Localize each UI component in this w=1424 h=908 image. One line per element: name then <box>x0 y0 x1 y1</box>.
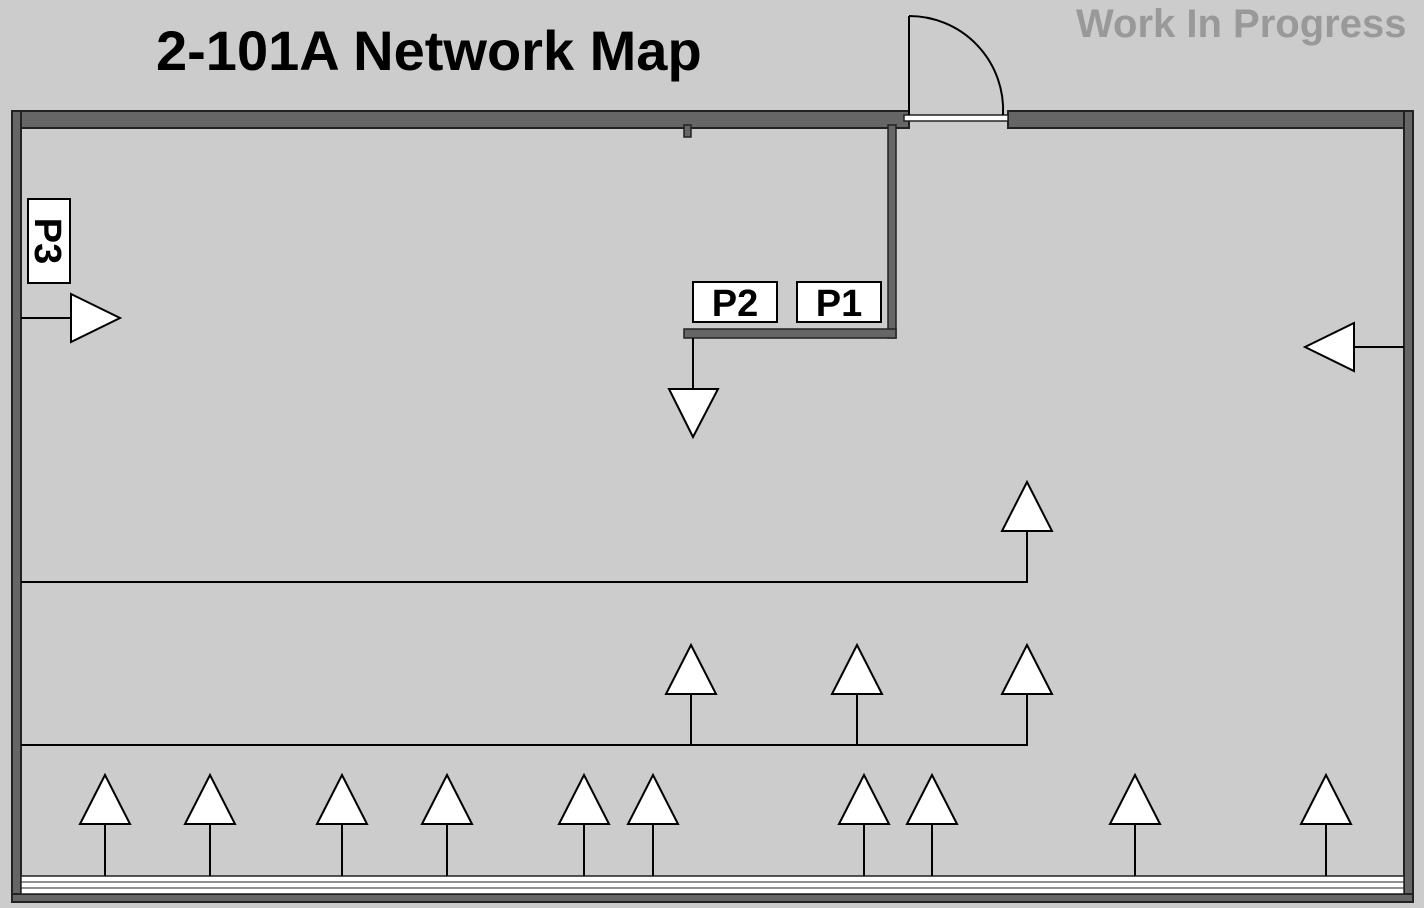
network-jacks <box>70 292 1355 825</box>
patch-panel-p2-label: P2 <box>712 283 758 325</box>
patch-panel-p3-label: P3 <box>26 218 68 264</box>
network-jack-triangle-icon <box>667 388 720 440</box>
network-jack-triangle-icon <box>1000 479 1054 532</box>
north-wall-left <box>11 110 910 129</box>
window-strip <box>20 875 1405 895</box>
page-title: 2-101A Network Map <box>156 19 702 82</box>
west-wall <box>11 110 22 902</box>
door-threshold <box>903 114 1009 122</box>
work-in-progress-watermark: Work In Progress <box>1076 2 1407 46</box>
closet-wall-horizontal <box>683 328 897 339</box>
label-box <box>796 281 882 323</box>
network-jack-triangle-icon <box>183 772 237 825</box>
network-jack-triangle-icon <box>626 772 680 825</box>
network-jack-triangle-icon <box>315 772 369 825</box>
patch-panel-p3: P3 <box>26 198 71 284</box>
network-jack-triangle-icon <box>664 642 718 695</box>
network-jack-triangle-icon <box>837 772 891 825</box>
south-wall <box>11 893 1414 903</box>
network-jack-triangle-icon <box>1302 321 1355 373</box>
patch-panel-p2: P2 <box>692 281 778 325</box>
door-swing-arc <box>908 14 1005 116</box>
east-wall <box>1403 110 1414 902</box>
patch-panel-p1: P1 <box>796 281 882 325</box>
label-box <box>692 281 778 323</box>
network-jack-triangle-icon <box>1299 772 1353 825</box>
closet-wall-vertical <box>887 124 897 339</box>
wall-stub <box>683 124 692 138</box>
north-wall-right <box>1007 110 1413 129</box>
network-jack-triangle-icon <box>830 642 884 695</box>
network-jack-triangle-icon <box>78 772 132 825</box>
label-box <box>27 198 71 284</box>
network-jack-triangle-icon <box>420 772 474 825</box>
outer-walls <box>11 110 1414 903</box>
door-swing-icon <box>903 14 1009 122</box>
closet-wall <box>683 124 897 339</box>
network-jack-triangle-icon <box>557 772 611 825</box>
cable-runs <box>21 317 1404 876</box>
patch-panel-p1-label: P1 <box>816 283 862 325</box>
network-jack-triangle-icon <box>1000 642 1054 695</box>
network-jack-triangle-icon <box>905 772 959 825</box>
cable-run <box>21 694 1028 746</box>
network-jack-triangle-icon <box>1108 772 1162 825</box>
network-jack-triangle-icon <box>70 292 123 344</box>
cable-run <box>21 531 1028 583</box>
